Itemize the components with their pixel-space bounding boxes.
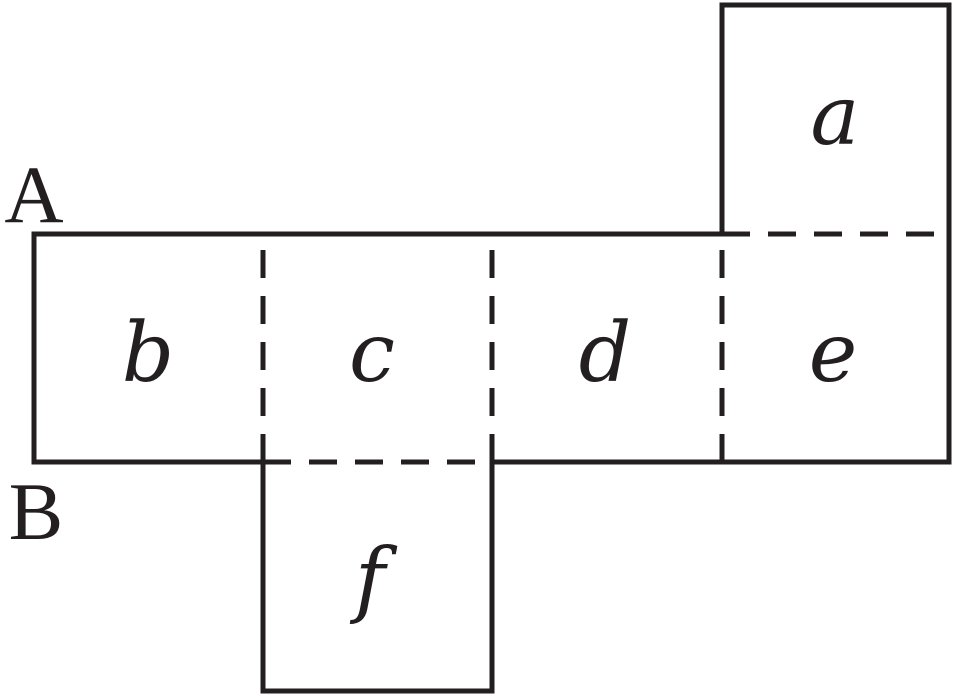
face-label-d: d [579,306,632,401]
face-label-f: f [349,532,398,627]
face-label-b: b [122,306,175,401]
vertex-label-b: B [9,466,64,557]
face-label-a: a [811,69,860,164]
face-label-c: c [349,306,395,401]
face-label-e: e [809,306,858,401]
vertex-label-a: A [4,149,63,240]
